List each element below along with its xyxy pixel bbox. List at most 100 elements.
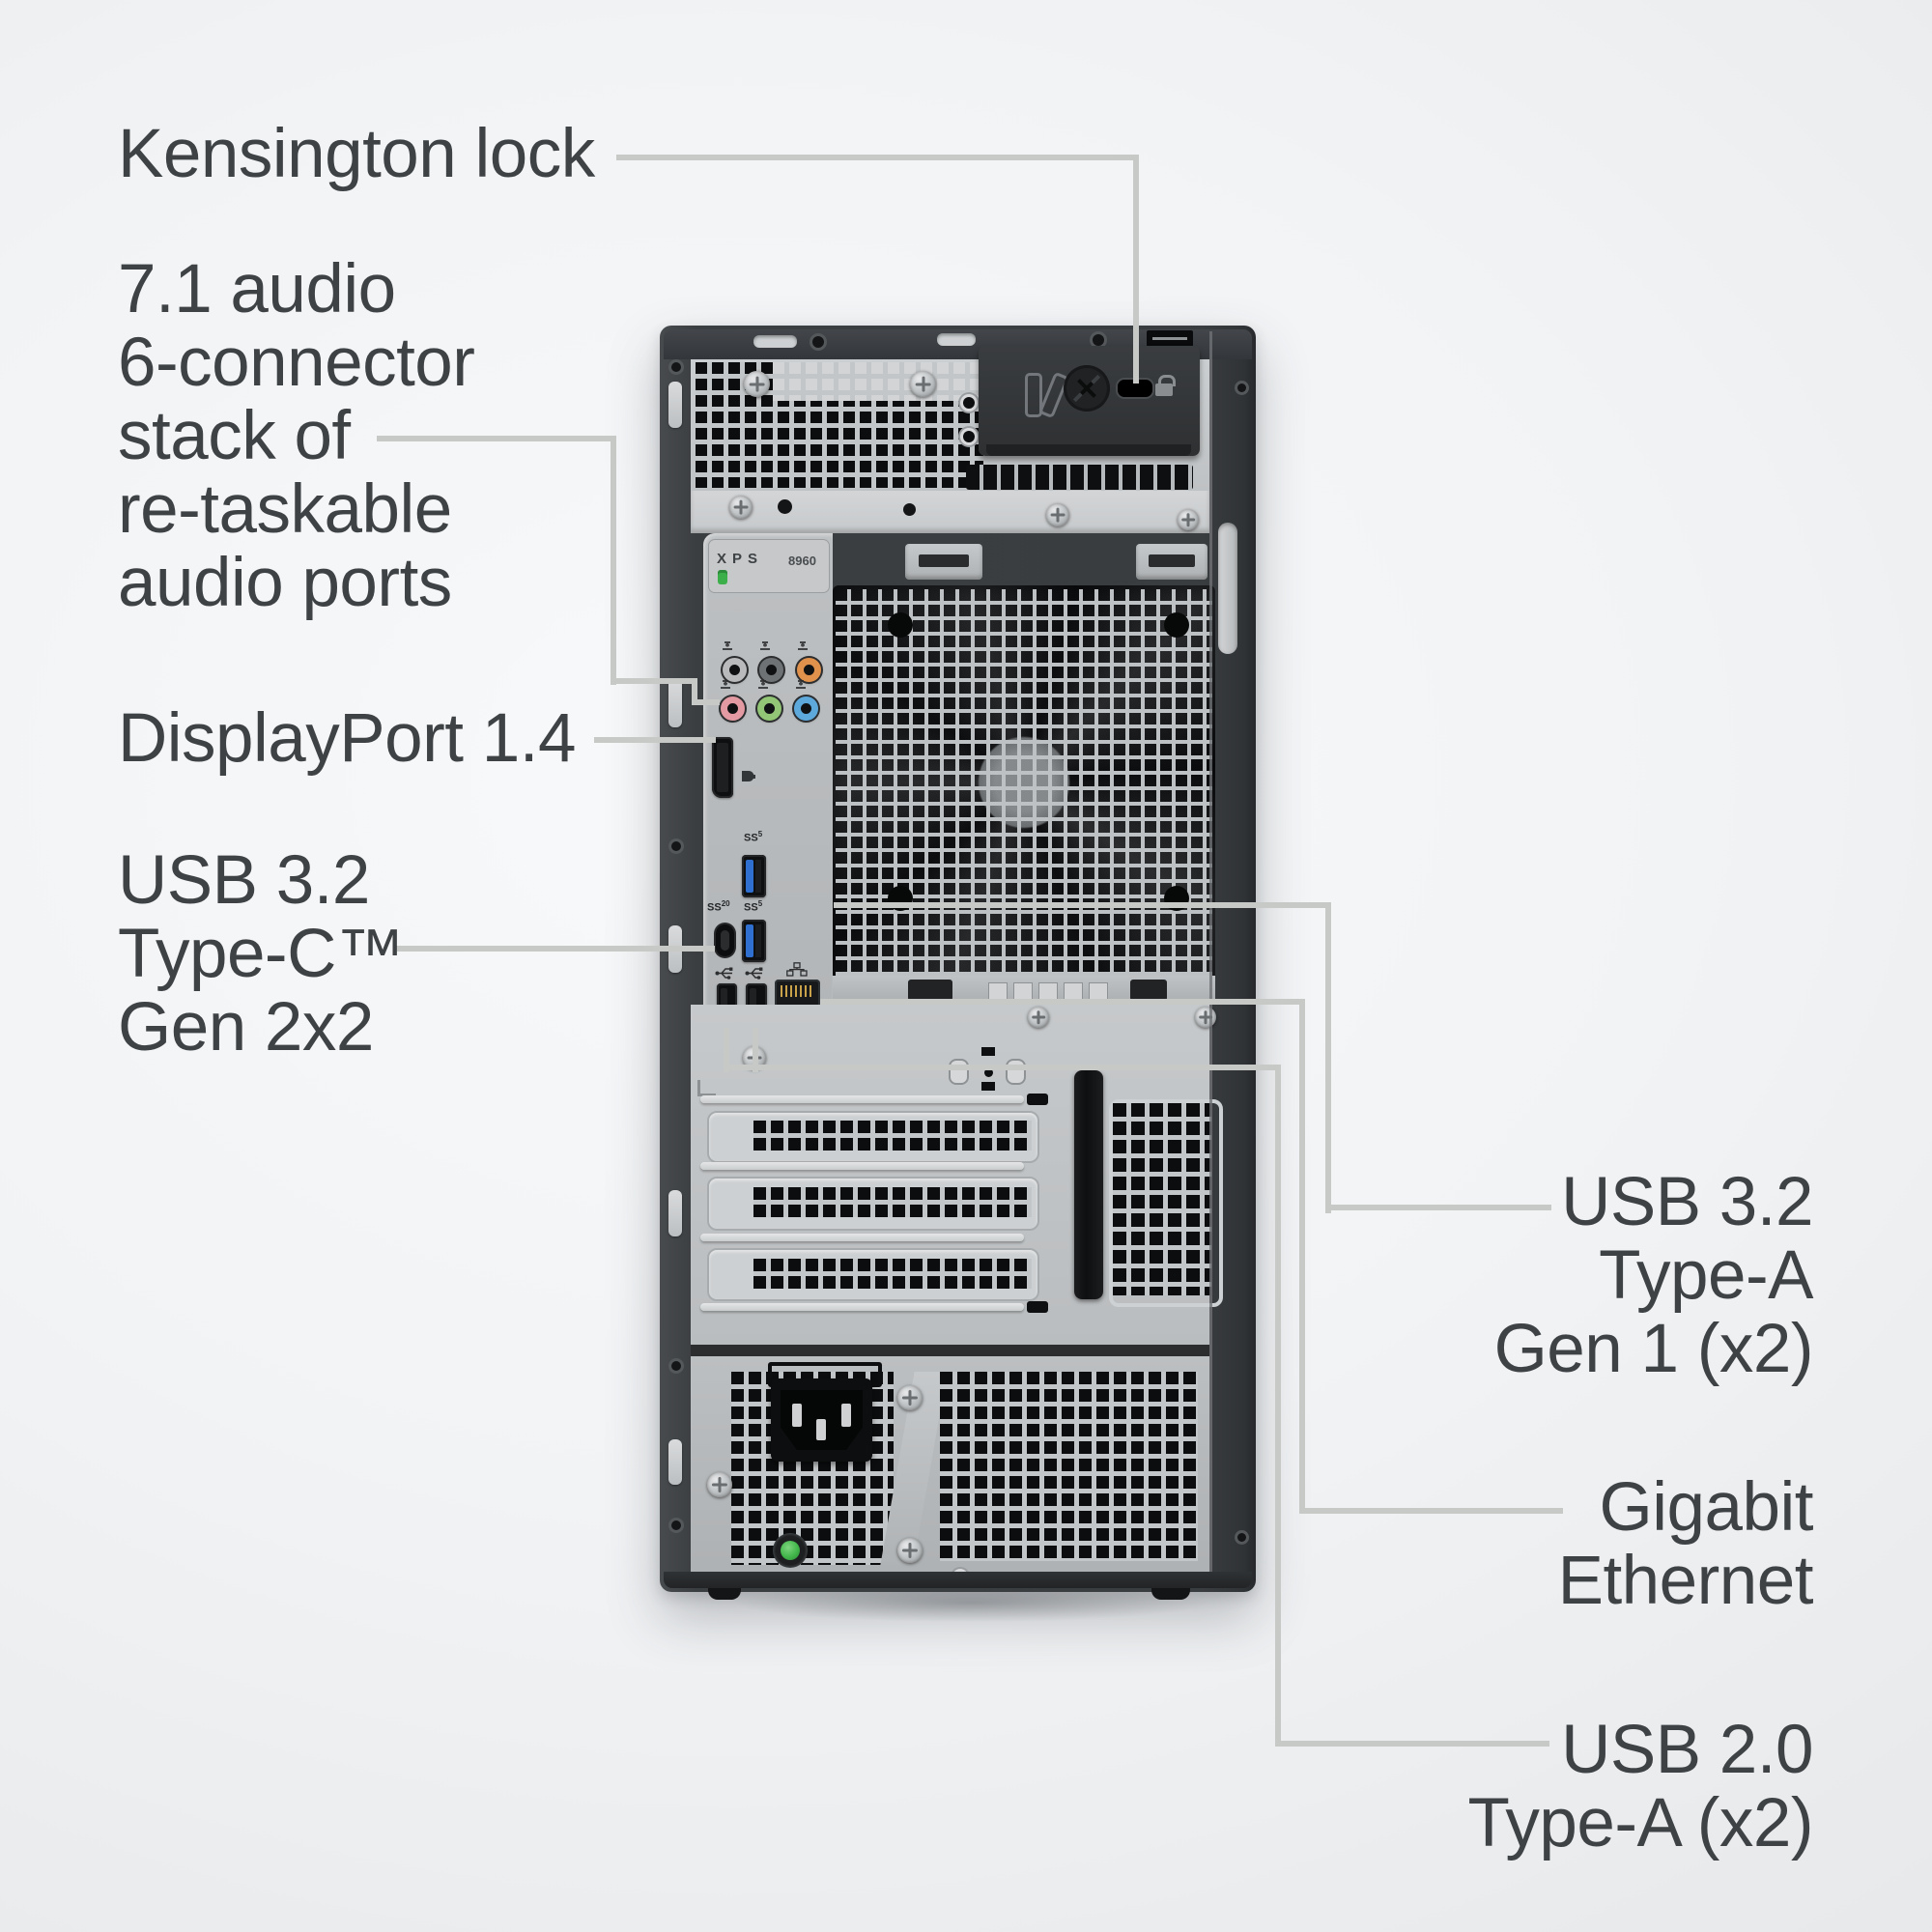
- model-number-label: 8960: [788, 554, 816, 568]
- usb2-trident-icon: [715, 967, 733, 980]
- power-inlet-c14: [771, 1378, 872, 1462]
- displayport-callout-line: [594, 737, 716, 743]
- divider-screw: [1046, 503, 1069, 526]
- fan-mount-hole: [1164, 612, 1189, 638]
- bezel-slot: [668, 1190, 682, 1236]
- usb2-callout-stub-1: [724, 1028, 729, 1072]
- label-line: Gen 1 (x2): [1493, 1311, 1814, 1387]
- usb3-type-a-port-2: [742, 920, 766, 962]
- fan-recess: [833, 585, 1215, 1005]
- kensington-lock-module: [979, 346, 1200, 456]
- displayport-logo-icon: [742, 771, 755, 781]
- audio-callout-line-h1: [377, 436, 616, 441]
- fan-latch-tab: [1136, 544, 1208, 580]
- usb2-callout-line-v: [1275, 1065, 1281, 1747]
- vent-slit: [949, 1059, 969, 1085]
- audio-jack-line-out: [757, 696, 781, 721]
- tower-foot: [1151, 1588, 1190, 1600]
- fan-grille: [836, 589, 1212, 976]
- bezel-slot: [668, 679, 682, 727]
- center-sub-icon: [796, 641, 810, 650]
- ethernet-icon: [786, 962, 808, 977]
- audio-jack-rear: [759, 658, 783, 682]
- ethernet-callout-line-v: [1299, 999, 1305, 1514]
- usb2-callout-line-h2: [1275, 1741, 1549, 1747]
- inlet-prong: [816, 1419, 826, 1440]
- usb2-callout-stub-2: [753, 1028, 758, 1072]
- usba-callout-line-h2: [1325, 1205, 1551, 1210]
- xps-tower-rear-view: XPS 8960 SS5 SS20: [660, 326, 1256, 1600]
- label-line: 6-connector: [118, 325, 475, 401]
- usbc-callout-line: [393, 946, 715, 952]
- label-line: USB 2.0: [1561, 1712, 1813, 1788]
- model-plaque: [708, 539, 830, 593]
- fan-bracket-latch: [833, 976, 1215, 1005]
- audio-callout-line-v2: [692, 678, 697, 705]
- line-in-icon: [794, 680, 808, 689]
- psu-vent-right: [940, 1372, 1198, 1561]
- top-cap-screw: [1093, 334, 1104, 346]
- tower-foot: [708, 1588, 741, 1600]
- callout-label-usba: USB 3.2 Type-A Gen 1 (x2): [1493, 1164, 1814, 1387]
- divider-screw: [1178, 509, 1199, 530]
- psu-test-led: [773, 1533, 808, 1568]
- top-cap-slot: [753, 335, 797, 348]
- label-line: USB 3.2: [118, 842, 370, 919]
- usb-ss5-icon: SS5: [744, 830, 763, 844]
- label-line: Type-C™: [118, 916, 405, 992]
- vent-screw: [744, 371, 770, 397]
- side-panel-latch-handle: [1218, 523, 1237, 654]
- vent-slot-row: [966, 465, 1193, 490]
- bezel-screw: [1237, 1533, 1246, 1542]
- callout-label-kensington: Kensington lock: [118, 118, 595, 191]
- slot-rail: [700, 1095, 1024, 1103]
- io-panel: XPS 8960 SS5 SS20: [703, 533, 833, 1053]
- label-line: USB 3.2: [1561, 1164, 1813, 1240]
- top-cap-slot: [937, 333, 976, 346]
- label-line: Gen 2x2: [118, 989, 374, 1065]
- audio-callout-line-v1: [611, 436, 616, 685]
- vent-screw: [910, 371, 936, 397]
- label-line: Type-A: [1599, 1237, 1813, 1314]
- bezel-slot: [668, 1439, 682, 1485]
- psu-screw: [897, 1385, 923, 1410]
- line-out-icon: [756, 680, 770, 689]
- audio-callout-line-h3: [692, 699, 720, 705]
- usb-c-port: [716, 924, 734, 956]
- card-retention-bracket: [1074, 1070, 1103, 1299]
- brand-label: XPS: [717, 551, 764, 567]
- usba-callout-line-v: [1325, 902, 1331, 1213]
- label-line: re-taskable: [118, 471, 452, 548]
- mic-icon: [719, 680, 732, 689]
- screw-hole: [963, 397, 975, 409]
- label-line: 7.1 audio: [118, 251, 396, 327]
- side-speaker-icon: [721, 641, 734, 650]
- label-line: Kensington lock: [118, 116, 595, 192]
- callout-label-usbc: USB 3.2 Type-C™ Gen 2x2: [118, 842, 405, 1065]
- service-bracket-icon: [1025, 373, 1042, 417]
- mid-divider: [691, 491, 1209, 533]
- label-line: stack of: [118, 398, 351, 474]
- padlock-icon-body: [1155, 384, 1173, 396]
- usb2-trident-icon: [745, 967, 763, 980]
- top-cap-screw: [812, 336, 824, 348]
- label-line: Type-A (x2): [1467, 1785, 1813, 1861]
- displayport-port: [712, 737, 733, 798]
- bezel-screw: [671, 841, 681, 851]
- label-line: DisplayPort 1.4: [118, 700, 576, 777]
- rail-clip: [1027, 1094, 1048, 1105]
- audio-callout-line-h2: [611, 678, 697, 684]
- rear-speaker-icon: [758, 641, 772, 650]
- bezel-slot: [668, 382, 682, 428]
- expansion-slot-cover-3: [707, 1248, 1039, 1301]
- usb-ss5-icon: SS5: [744, 899, 763, 914]
- panel-screw: [1028, 1007, 1049, 1028]
- kensington-bottom-lip: [986, 444, 1191, 456]
- punch-hole: [981, 1047, 995, 1056]
- ethernet-callout-line-h1: [820, 999, 1305, 1005]
- no-service-icon: [1064, 365, 1110, 412]
- audio-jack-line-in: [794, 696, 818, 721]
- psu-screw: [897, 1538, 923, 1563]
- chassis-l-mark: [697, 1080, 716, 1096]
